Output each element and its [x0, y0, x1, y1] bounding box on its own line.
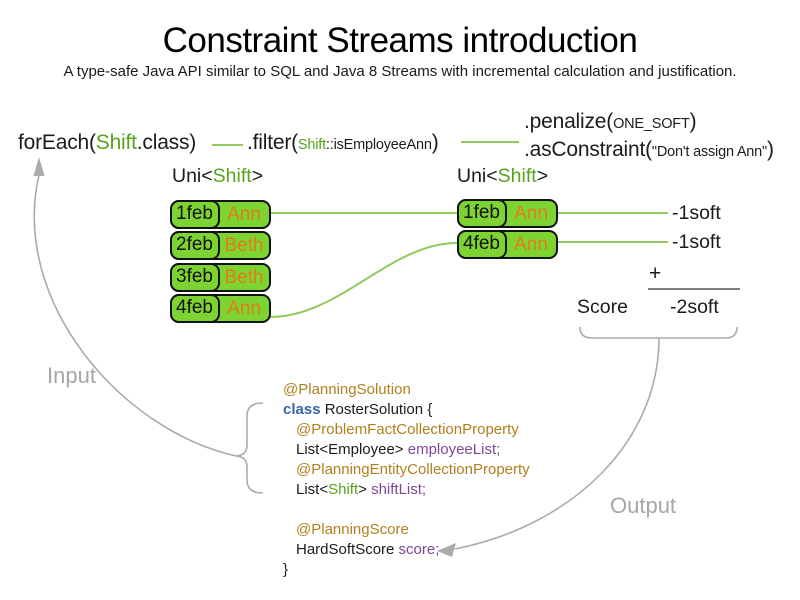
foreach-type: Shift [95, 131, 137, 154]
code-block: @PlanningSolution class RosterSolution {… [283, 380, 530, 580]
closing-brace: } [283, 561, 289, 578]
input-arrow-curve [33, 174, 237, 457]
score-label: Score [577, 296, 628, 318]
shift-employee: Beth [224, 266, 264, 288]
shift-employee: Ann [514, 202, 548, 224]
penalize-pre: .penalize( [524, 110, 614, 133]
shift-employee: Beth [224, 234, 264, 256]
score-field: score; [398, 541, 440, 558]
shift-row: 4feb Ann [456, 229, 558, 259]
input-label: Input [47, 363, 96, 388]
filter-expression: .filter(Shift::isEmployeeAnn) [247, 131, 439, 155]
annotation-problem-fact: @ProblemFactCollectionProperty [296, 421, 519, 438]
asconstraint-arg: "Don't assign Ann" [651, 144, 767, 160]
output-arrowhead-icon [437, 543, 456, 557]
shift-employee: Ann [227, 297, 261, 319]
plus-sign: + [649, 262, 662, 285]
asconstraint-pre: .asConstraint( [524, 138, 652, 161]
class-name: RosterSolution { [324, 401, 433, 418]
code-line-employee-list: List<Employee> employeeList; [283, 440, 530, 460]
filter-post: ) [431, 131, 439, 154]
right-label-pre: Uni< [457, 165, 498, 187]
annotation-planning-entity: @PlanningEntityCollectionProperty [296, 461, 530, 478]
class-keyword: class [283, 401, 325, 418]
code-line-closing-brace: } [283, 560, 530, 580]
shift-employee: Ann [514, 233, 548, 255]
shift-row: 1feb Ann [169, 199, 271, 229]
shift-row: 3feb Beth [169, 262, 271, 292]
penalize-arg: ONE_SOFT [613, 116, 690, 132]
page-title: Constraint Streams introduction [162, 21, 638, 60]
shift-date: 1feb [456, 198, 507, 228]
output-label: Output [610, 493, 677, 518]
shift-type: Shift [328, 481, 359, 498]
shift-date: 2feb [169, 230, 220, 260]
shift-employee: Ann [227, 203, 261, 225]
score-output-brace [579, 326, 738, 339]
foreach-pre: forEach( [18, 131, 96, 154]
annotation-planning-score: @PlanningScore [296, 521, 409, 538]
penalize-post: ) [689, 110, 697, 133]
shift-row: 4feb Ann [169, 293, 271, 323]
code-input-brace [234, 402, 264, 494]
right-label-type: Shift [497, 165, 537, 187]
code-line-planning-score-annotation: @PlanningScore [283, 520, 530, 540]
match-curve-4feb [269, 242, 458, 318]
penalty-value-1: -1soft [672, 202, 721, 224]
asconstraint-post: ) [766, 138, 774, 161]
code-blank-line [283, 500, 530, 520]
right-label-post: > [536, 165, 549, 187]
score-field-type: HardSoftScore [296, 541, 399, 558]
left-stream-label: Uni<Shift> [172, 165, 263, 188]
penalty-value-2: -1soft [672, 231, 721, 253]
employee-list-field: employeeList; [407, 441, 501, 458]
left-label-post: > [251, 165, 264, 187]
left-label-pre: Uni< [172, 165, 213, 187]
asconstraint-line: .asConstraint("Don't assign Ann") [524, 137, 774, 165]
shift-list-pre: List< [296, 481, 329, 498]
filter-arg: ::isEmployeeAnn [325, 137, 432, 153]
shift-row: 1feb Ann [456, 198, 558, 228]
foreach-expression: forEach(Shift.class) [18, 131, 196, 155]
shift-date: 3feb [169, 262, 220, 292]
penalize-expression: .penalize(ONE_SOFT) .asConstraint("Don't… [524, 109, 774, 165]
employee-list-type: List<Employee> [296, 441, 408, 458]
code-line-class-declaration: class RosterSolution { [283, 400, 530, 420]
shift-date: 4feb [169, 293, 220, 323]
code-line-planning-entity-annotation: @PlanningEntityCollectionProperty [283, 460, 530, 480]
right-stream-label: Uni<Shift> [457, 165, 548, 188]
page-subtitle: A type-safe Java API similar to SQL and … [63, 63, 737, 80]
code-line-planning-solution: @PlanningSolution [283, 380, 530, 400]
shift-row: 2feb Beth [169, 230, 271, 260]
code-line-shift-list: List<Shift> shiftList; [283, 480, 530, 500]
left-label-type: Shift [212, 165, 252, 187]
shift-list-mid: > [358, 481, 372, 498]
filter-type: Shift [297, 137, 326, 153]
score-total: -2soft [670, 296, 719, 318]
shift-date: 1feb [169, 199, 220, 229]
penalize-line: .penalize(ONE_SOFT) [524, 109, 774, 137]
code-line-score-field: HardSoftScore score; [283, 540, 530, 560]
shift-list-field: shiftList; [371, 481, 427, 498]
annotation-planning-solution: @PlanningSolution [283, 381, 411, 398]
code-line-problem-fact-annotation: @ProblemFactCollectionProperty [283, 420, 530, 440]
output-arrow-curve [454, 337, 660, 550]
foreach-post: .class) [136, 131, 197, 154]
input-arrowhead-icon [33, 157, 45, 176]
filter-pre: .filter( [247, 131, 298, 154]
shift-date: 4feb [456, 229, 507, 259]
